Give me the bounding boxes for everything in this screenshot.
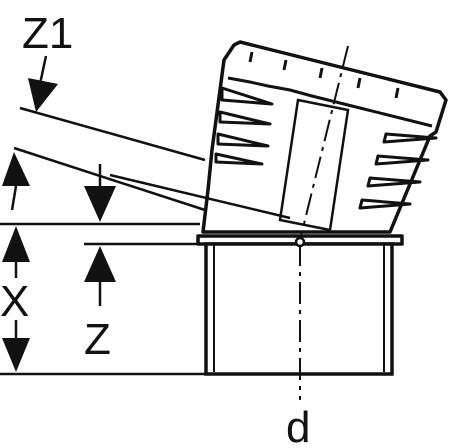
left-ribs: [214, 86, 274, 166]
upper-left-arrow: [2, 152, 30, 211]
rim-notches: [248, 51, 400, 99]
lower-spigot-body: [204, 242, 394, 376]
z-dimension-arrow: [84, 246, 116, 306]
right-ribs: [358, 132, 438, 210]
center-point: [294, 236, 306, 248]
middle-down-arrow: [84, 164, 116, 222]
label-d: d: [286, 403, 310, 448]
extension-lines: [0, 106, 291, 376]
upper-socket-rim: [227, 76, 433, 128]
label-x: X: [0, 277, 29, 326]
x-dimension-arrows: [2, 226, 30, 372]
angled-center-line: [299, 45, 349, 241]
label-z1: Z1: [22, 9, 73, 58]
label-z: Z: [84, 315, 111, 364]
inner-sleeve: [278, 98, 350, 232]
z1-arrow: [28, 55, 58, 112]
